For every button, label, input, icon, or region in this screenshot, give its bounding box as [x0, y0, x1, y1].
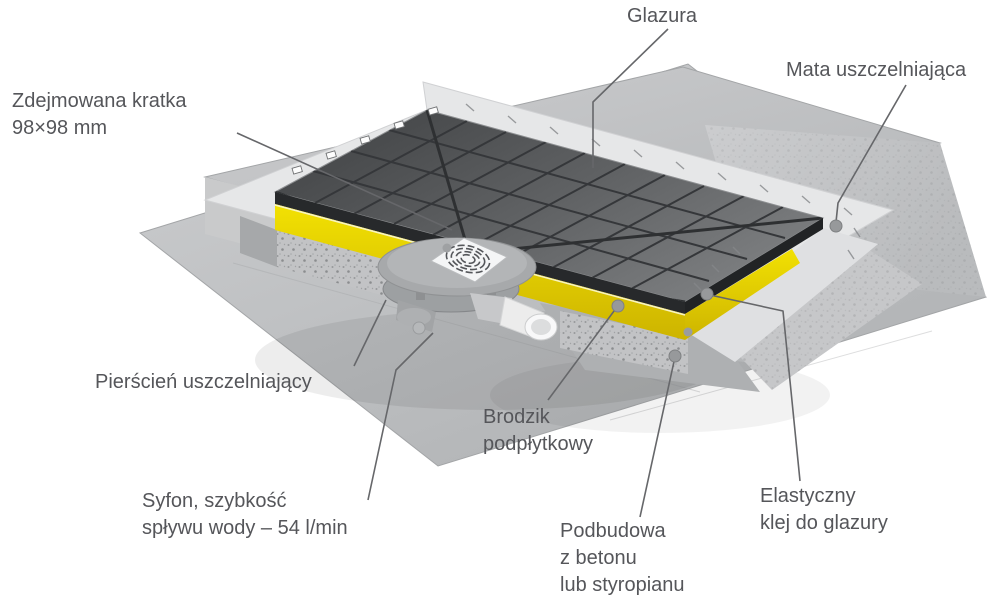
label-brodzik-line1: Brodzik — [483, 406, 550, 428]
dot-podbudowa — [668, 349, 682, 363]
label-syfon-line1: Syfon, szybkość — [142, 490, 287, 512]
label-glazura-text: Glazura — [627, 5, 698, 27]
mat-print-marks — [465, 103, 861, 291]
label-mata-text: Mata uszczelniająca — [786, 59, 967, 81]
label-elastyczny-line2: klej do glazury — [760, 512, 888, 534]
label-podbudowa-line1: Podbudowa — [560, 520, 666, 542]
tile-grout-lines — [312, 120, 786, 290]
label-brodzik: Brodzik podpłytkowy — [483, 404, 593, 458]
dot-brodzik — [611, 299, 625, 313]
label-elastyczny-line1: Elastyczny — [760, 485, 856, 507]
leader-lines — [236, 28, 907, 518]
label-podbudowa-line2: z betonu — [560, 547, 637, 569]
label-brodzik-line2: podpłytkowy — [483, 433, 594, 455]
label-podbudowa-line3: lub styropianu — [560, 574, 685, 596]
leader-syfon — [367, 332, 434, 501]
label-kratka-line1: Zdejmowana kratka — [12, 90, 187, 112]
label-syfon: Syfon, szybkość spływu wody – 54 l/min — [142, 488, 348, 542]
substructure-right-cut — [540, 228, 922, 392]
drain-assembly — [377, 237, 558, 341]
leader-elastyczny — [709, 294, 801, 482]
leader-glazura — [592, 28, 669, 168]
label-pierscien-text: Pierścień uszczelniający — [95, 371, 312, 393]
dot-mata — [829, 219, 843, 233]
mat-cut-wedge — [690, 228, 878, 362]
mat-flag-markers — [291, 106, 439, 175]
leader-mata — [835, 84, 907, 223]
dot-elastyczny — [700, 287, 714, 301]
leader-podbudowa — [639, 356, 676, 518]
leader-dots — [611, 219, 843, 363]
label-glazura: Glazura — [627, 3, 697, 30]
label-pierscien: Pierścień uszczelniający — [95, 369, 312, 396]
leader-pierscien — [353, 299, 387, 367]
drain-grate — [430, 237, 508, 283]
label-podbudowa: Podbudowa z betonu lub styropianu — [560, 518, 685, 599]
label-mata: Mata uszczelniająca — [786, 57, 966, 84]
label-kratka: Zdejmowana kratka 98×98 mm — [12, 88, 187, 142]
label-kratka-line2: 98×98 mm — [12, 117, 108, 139]
label-elastyczny: Elastyczny klej do glazury — [760, 483, 888, 537]
label-syfon-line2: spływu wody – 54 l/min — [142, 517, 348, 539]
leader-kratka — [236, 132, 453, 231]
leader-brodzik — [547, 306, 618, 401]
